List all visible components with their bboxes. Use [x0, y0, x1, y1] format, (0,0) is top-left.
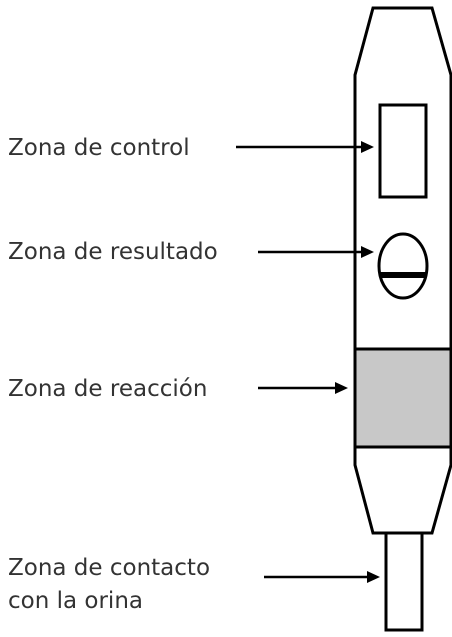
arrow-control [236, 141, 374, 153]
label-contact-zone-line2: con la orina [8, 588, 143, 614]
label-contact-zone-line1: Zona de contacto [8, 555, 210, 581]
control-window [378, 103, 428, 199]
test-device [353, 6, 452, 632]
absorbent-tip [384, 531, 424, 632]
label-control-zone: Zona de control [8, 135, 190, 161]
label-result-zone: Zona de resultado [8, 239, 218, 265]
result-window [377, 232, 429, 300]
reaction-zone [353, 347, 452, 449]
arrow-result [258, 246, 374, 258]
label-reaction-zone: Zona de reacción [8, 376, 207, 402]
arrows [236, 141, 380, 583]
arrow-contact [264, 571, 380, 583]
arrow-reaction [258, 382, 348, 394]
